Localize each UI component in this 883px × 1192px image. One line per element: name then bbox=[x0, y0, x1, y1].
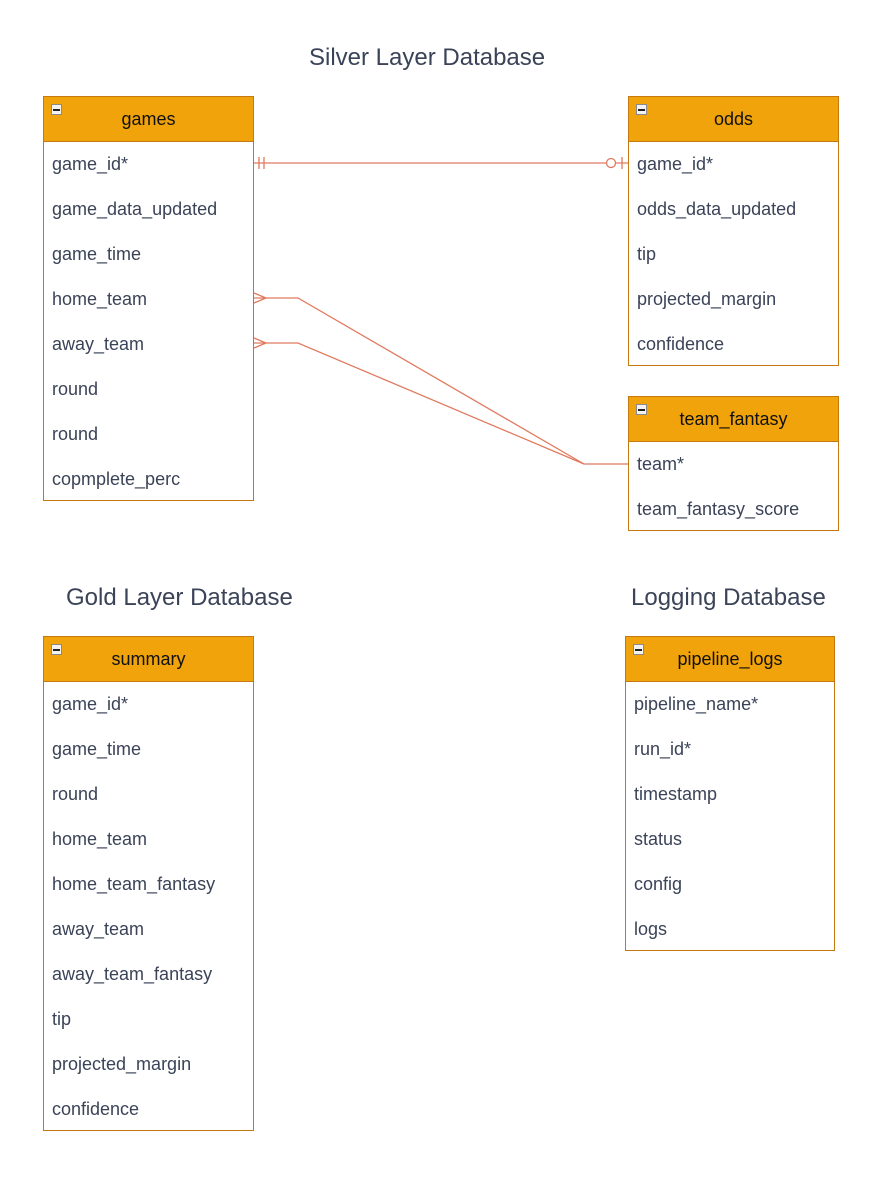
field-game-id[interactable]: game_id* bbox=[52, 154, 129, 174]
entity-name: team_fantasy bbox=[679, 408, 788, 429]
field-home-team[interactable]: home_team bbox=[52, 289, 148, 309]
logging-title: Logging Database bbox=[631, 584, 826, 611]
field-away-team-fantasy[interactable]: away_team_fantasy bbox=[52, 964, 213, 984]
away-team-connector bbox=[254, 342, 585, 465]
field-game-time[interactable]: game_time bbox=[52, 244, 142, 264]
field-team-fantasy-score[interactable]: team_fantasy_score bbox=[637, 499, 800, 519]
field-home-team-fantasy[interactable]: home_team_fantasy bbox=[52, 874, 216, 894]
field-config[interactable]: config bbox=[634, 874, 683, 894]
field-round[interactable]: round bbox=[52, 379, 99, 399]
field-tip[interactable]: tip bbox=[637, 244, 657, 264]
field-tip[interactable]: tip bbox=[52, 1009, 72, 1029]
collapse-icon[interactable] bbox=[633, 644, 644, 655]
entity-name: summary bbox=[111, 648, 186, 669]
entity-name: games bbox=[121, 108, 176, 129]
field-game-time[interactable]: game_time bbox=[52, 739, 142, 759]
field-pipeline-name[interactable]: pipeline_name* bbox=[634, 694, 759, 714]
odds-header[interactable]: odds bbox=[629, 97, 838, 142]
field-game-id[interactable]: game_id* bbox=[637, 154, 714, 174]
field-team[interactable]: team* bbox=[637, 454, 685, 474]
zero-marker bbox=[605, 157, 617, 169]
field-projected-margin[interactable]: projected_margin bbox=[637, 289, 777, 309]
field-logs[interactable]: logs bbox=[634, 919, 668, 939]
field-away-team[interactable]: away_team bbox=[52, 919, 145, 939]
team-fantasy-header[interactable]: team_fantasy bbox=[629, 397, 838, 442]
collapse-icon[interactable] bbox=[636, 104, 647, 115]
collapse-icon[interactable] bbox=[51, 104, 62, 115]
field-away-team[interactable]: away_team bbox=[52, 334, 145, 354]
field-round[interactable]: round bbox=[52, 784, 99, 804]
entity-name: odds bbox=[713, 108, 754, 129]
field-timestamp[interactable]: timestamp bbox=[634, 784, 718, 804]
home-team-connector bbox=[254, 297, 628, 465]
games-table[interactable]: games game_id* game_data_updated game_ti… bbox=[43, 96, 254, 501]
collapse-icon[interactable] bbox=[51, 644, 62, 655]
field-game-id[interactable]: game_id* bbox=[52, 694, 129, 714]
field-projected-margin[interactable]: projected_margin bbox=[52, 1054, 192, 1074]
summary-table[interactable]: summary game_id* game_time round home_te… bbox=[43, 636, 254, 1131]
pipeline-logs-header[interactable]: pipeline_logs bbox=[626, 637, 834, 682]
field-round[interactable]: round bbox=[52, 424, 99, 444]
field-home-team[interactable]: home_team bbox=[52, 829, 148, 849]
field-run-id[interactable]: run_id* bbox=[634, 739, 692, 759]
crowfoot-away-team bbox=[253, 337, 268, 349]
field-confidence[interactable]: confidence bbox=[637, 334, 725, 354]
silver-layer-title: Silver Layer Database bbox=[309, 44, 546, 71]
games-header[interactable]: games bbox=[44, 97, 253, 142]
crowfoot-home-team bbox=[253, 292, 268, 304]
field-complete-perc[interactable]: copmplete_perc bbox=[52, 469, 181, 489]
pipeline-logs-table[interactable]: pipeline_logs pipeline_name* run_id* tim… bbox=[625, 636, 835, 951]
field-game-data-updated[interactable]: game_data_updated bbox=[52, 199, 218, 219]
entity-name: pipeline_logs bbox=[677, 648, 783, 669]
field-confidence[interactable]: confidence bbox=[52, 1099, 140, 1119]
collapse-icon[interactable] bbox=[636, 404, 647, 415]
team-fantasy-table[interactable]: team_fantasy team* team_fantasy_score bbox=[628, 396, 839, 531]
field-status[interactable]: status bbox=[634, 829, 683, 849]
field-odds-data-updated[interactable]: odds_data_updated bbox=[637, 199, 797, 219]
odds-table[interactable]: odds game_id* odds_data_updated tip proj… bbox=[628, 96, 839, 366]
summary-header[interactable]: summary bbox=[44, 637, 253, 682]
gold-layer-title: Gold Layer Database bbox=[66, 584, 293, 611]
